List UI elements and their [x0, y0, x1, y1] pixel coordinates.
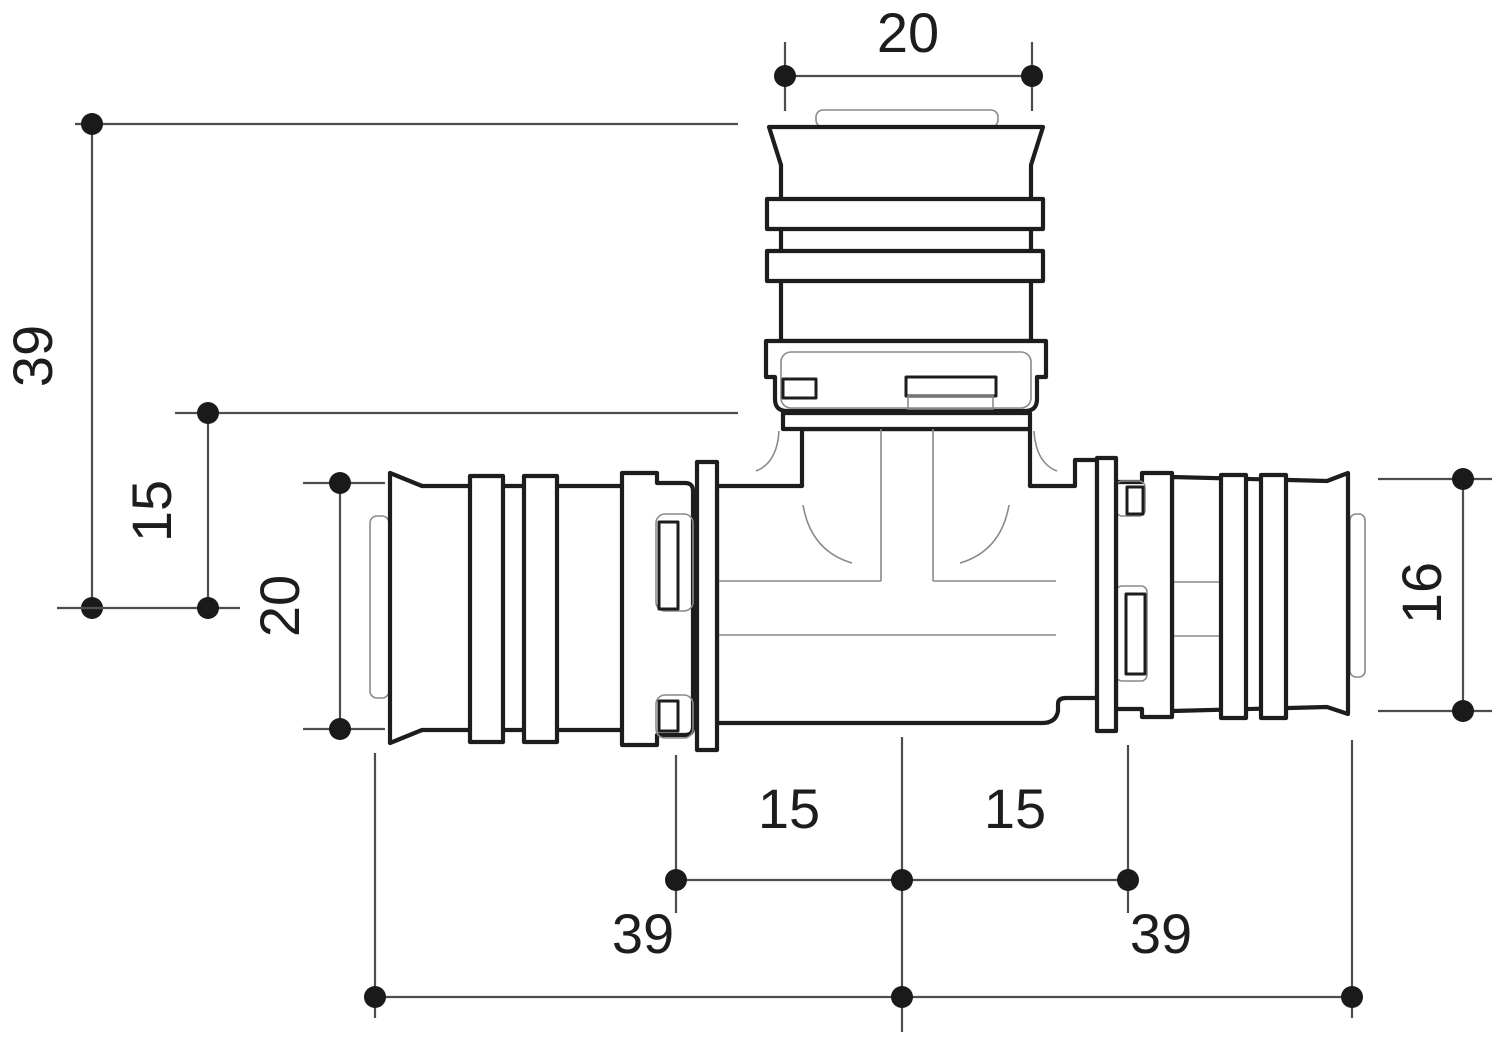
dimension-point — [774, 65, 796, 87]
flanges — [694, 455, 1119, 753]
dim-label-offset-left: 15 — [758, 777, 820, 840]
dimension-top-od: 20 — [774, 1, 1043, 111]
branch-bore-lines — [880, 429, 934, 581]
right-collar-window-top — [1125, 485, 1145, 516]
dim-label-left-od: 20 — [248, 575, 311, 637]
dimension-left-od: 20 — [248, 472, 385, 740]
left-collar-window-bottom — [657, 699, 680, 733]
dimension-point — [1452, 700, 1474, 722]
top-sleeve-body — [766, 124, 1046, 344]
dimension-point — [891, 869, 913, 891]
top-press-rib-1 — [764, 196, 1046, 232]
top-collar-window-left — [781, 377, 818, 400]
right-press-rib-1 — [1218, 472, 1249, 721]
dimension-point — [329, 718, 351, 740]
dim-label-right-od: 16 — [1390, 562, 1453, 624]
dimension-point — [197, 402, 219, 424]
dimension-point — [1117, 869, 1139, 891]
top-collar-inner-outline — [780, 351, 1032, 409]
dimension-lines — [373, 740, 1354, 1018]
dim-label-branch-total: 39 — [1, 325, 64, 387]
left-collar-window-frame-top — [655, 513, 694, 612]
dimension-lines — [75, 122, 738, 608]
left-collar-window-top — [657, 520, 680, 611]
top-collar-window-center — [904, 375, 998, 398]
right-flange — [1094, 455, 1119, 734]
left-collar-window-frame-bottom — [655, 694, 694, 739]
left-pipe-insert-end — [369, 515, 390, 699]
dimension-insertion-lengths: 39 39 — [364, 740, 1363, 1018]
dimension-point — [197, 597, 219, 619]
dim-label-top-od: 20 — [877, 1, 939, 64]
left-sleeve-body — [387, 470, 637, 746]
tee-body-outline — [714, 426, 1100, 726]
left-outer-fillet — [755, 430, 780, 472]
dimension-branch-insert-height: 15 — [57, 402, 738, 619]
branch-base-band — [780, 410, 1033, 432]
right-outer-fillet — [1033, 430, 1058, 472]
left-press-rib-2 — [521, 473, 560, 745]
top-press-rib-2 — [764, 248, 1046, 284]
dimension-point — [364, 986, 386, 1008]
dim-label-offset-right: 15 — [984, 777, 1046, 840]
dimension-branch-total-height: 39 — [1, 113, 738, 619]
left-flange — [694, 459, 720, 753]
right-press-rib-2 — [1258, 472, 1289, 721]
right-press-connection — [1113, 470, 1366, 721]
dimension-point — [1021, 65, 1043, 87]
dimension-right-od: 16 — [1378, 468, 1492, 722]
dimension-point — [329, 472, 351, 494]
dim-label-branch-insert: 15 — [120, 480, 183, 542]
right-collar-window-bottom — [1124, 592, 1147, 676]
dimension-point — [81, 113, 103, 135]
dimension-point — [1452, 468, 1474, 490]
tee-center-body — [714, 410, 1100, 726]
dim-label-insertion-left: 39 — [612, 902, 674, 965]
dimension-point — [1341, 986, 1363, 1008]
left-press-connection — [369, 470, 696, 748]
run-bore-lines — [719, 580, 1219, 637]
right-inner-fillet — [959, 504, 1010, 564]
left-inner-fillet — [802, 504, 853, 564]
dim-label-insertion-right: 39 — [1130, 902, 1192, 965]
dimension-lines — [674, 737, 1130, 1032]
top-collar-window-center-shadow — [907, 395, 994, 410]
bore-lines — [719, 429, 1219, 637]
top-branch-connection — [763, 109, 1049, 414]
dimension-center-offsets: 15 15 — [665, 737, 1139, 1032]
right-pipe-insert-end — [1349, 513, 1366, 678]
dimension-point — [665, 869, 687, 891]
dimension-point — [891, 986, 913, 1008]
top-pipe-insert-end — [815, 109, 999, 128]
left-press-rib-1 — [467, 473, 506, 745]
